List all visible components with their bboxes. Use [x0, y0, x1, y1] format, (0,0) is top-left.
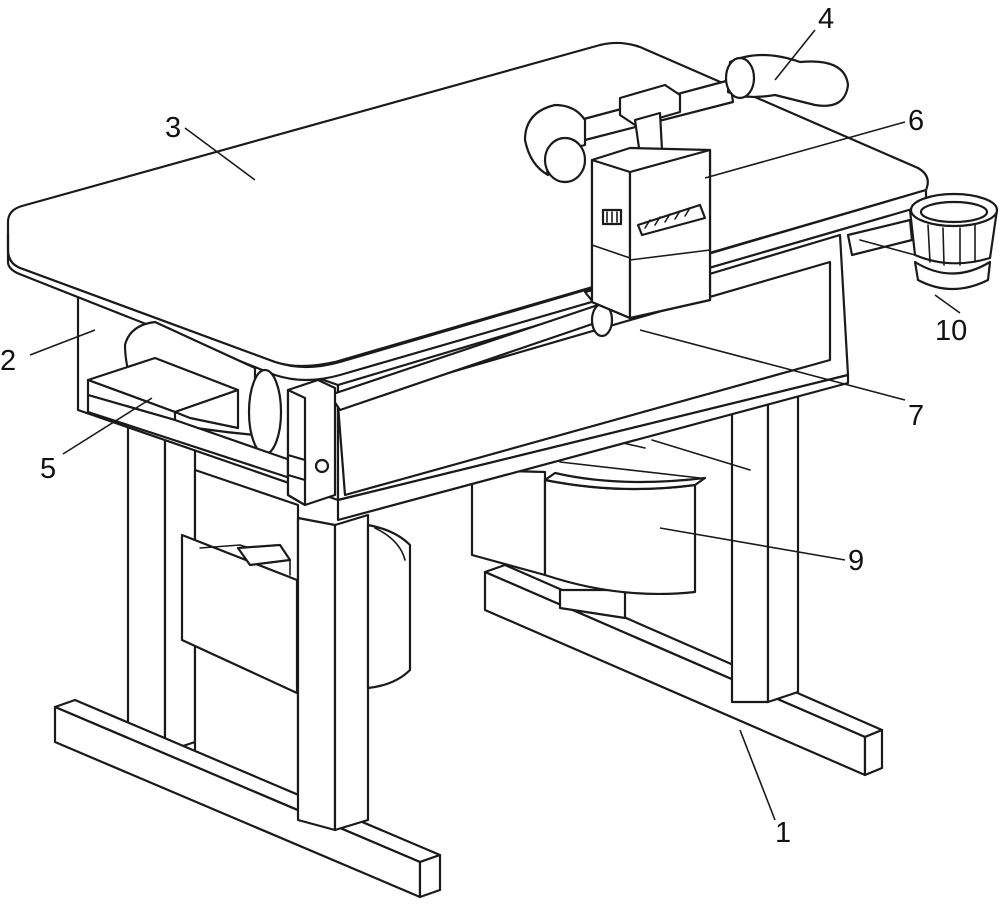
label-6: 6 — [908, 105, 924, 137]
label-5: 5 — [40, 453, 56, 485]
front-bin — [366, 523, 412, 690]
label-9: 9 — [848, 545, 864, 577]
handle-5 — [86, 356, 292, 480]
handle-bar-4 — [523, 53, 850, 184]
label-7: 7 — [908, 400, 924, 432]
cup-10 — [908, 192, 999, 290]
label-4: 4 — [818, 3, 834, 35]
label-1: 1 — [775, 817, 791, 849]
label-3: 3 — [165, 112, 181, 144]
label-2: 2 — [0, 345, 16, 377]
side-clamp — [286, 378, 337, 507]
side-box — [180, 533, 299, 695]
label-10: 10 — [935, 315, 967, 347]
cup-bracket — [846, 218, 916, 257]
callout-labels: 3 2 5 4 6 7 9 10 1 — [0, 3, 967, 849]
leader-lines — [29, 29, 961, 821]
clamp-6 — [590, 146, 712, 320]
